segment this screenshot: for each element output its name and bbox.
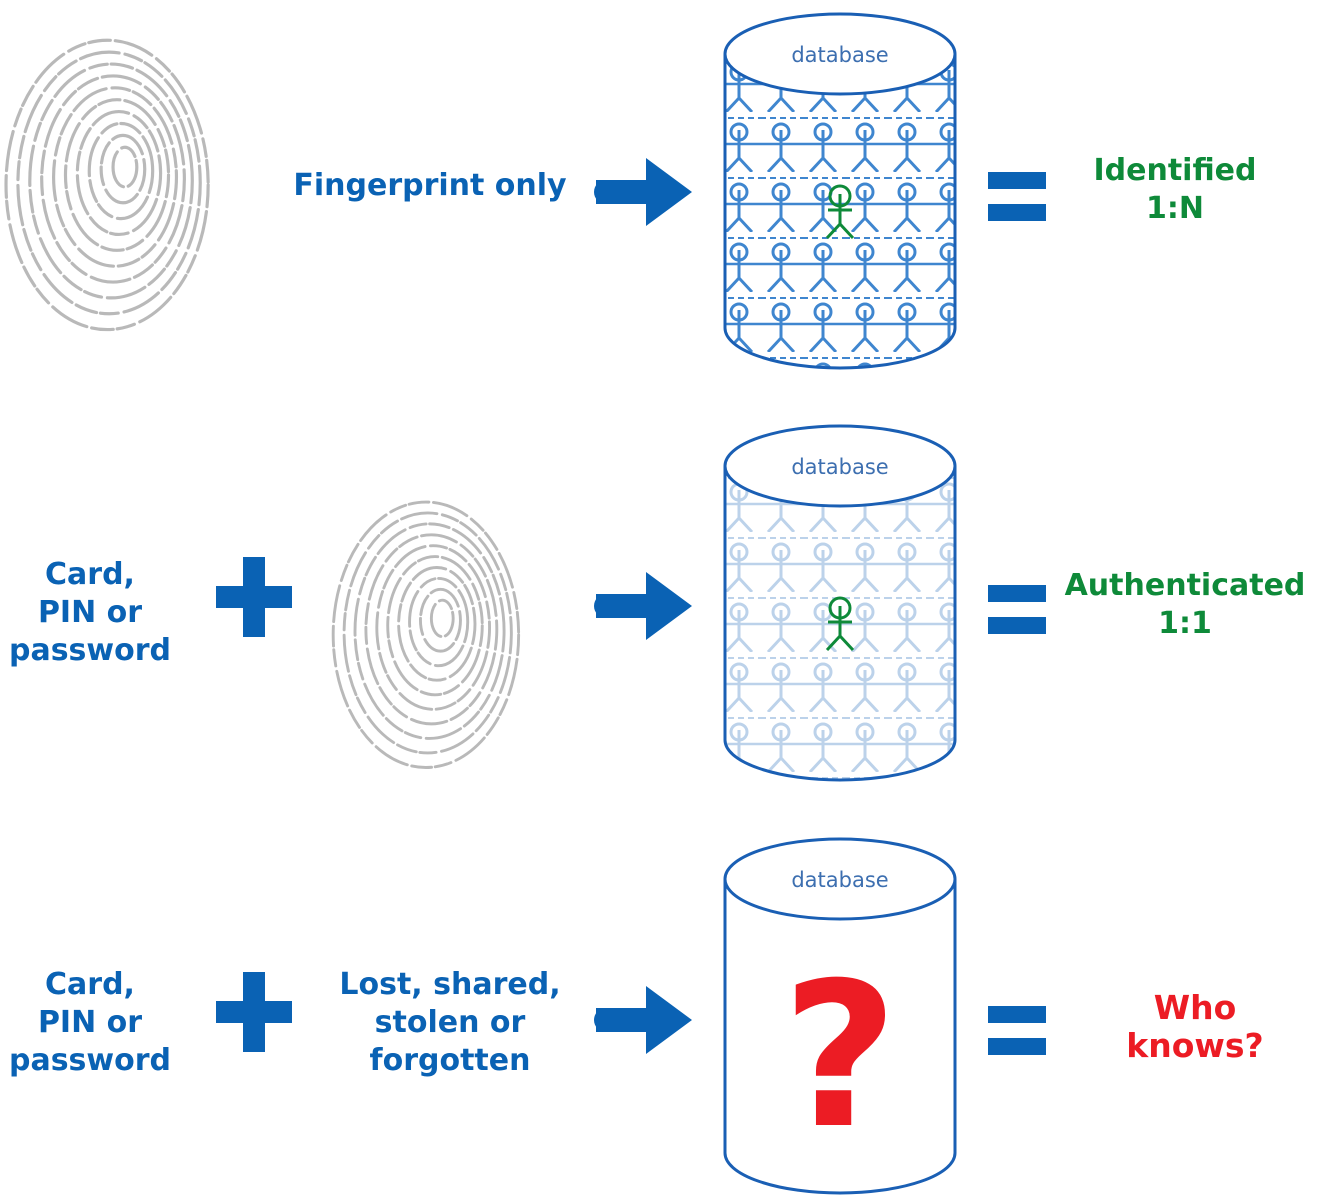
plus-horizontal <box>216 1001 292 1023</box>
result-ratio-text: 1:N <box>1146 191 1204 226</box>
database-lid <box>723 12 957 96</box>
fingerprint-icon <box>4 38 210 332</box>
input-line: Lost, shared, <box>339 967 561 1002</box>
database-label: database <box>791 868 888 892</box>
equals-bottom-bar <box>988 1038 1046 1055</box>
equals-bottom-bar <box>988 617 1046 634</box>
arrow-tail <box>594 180 606 204</box>
arrow-tail <box>594 594 606 618</box>
result-knows-text: knows? <box>1126 1026 1264 1065</box>
arrow-right-icon <box>594 572 692 640</box>
arrow-shape <box>596 986 692 1054</box>
database-lid <box>723 424 957 508</box>
result-ratio-text: 1:1 <box>1158 606 1212 641</box>
database-outline <box>723 54 957 370</box>
database-lid <box>723 837 957 921</box>
arrow-right-icon <box>594 158 692 226</box>
database-label: database <box>791 455 888 479</box>
database-cylinder-icon: database <box>723 12 957 370</box>
fingerprint-icon <box>331 500 521 770</box>
database-outline <box>723 466 957 782</box>
equals-top-bar <box>988 585 1046 602</box>
prefix-line: Card, <box>45 967 135 1002</box>
equals-icon <box>988 172 1046 221</box>
row3-prefix-label: Card, PIN or password <box>0 966 180 1080</box>
equals-icon <box>988 585 1046 634</box>
fingerprint-only-text: Fingerprint only <box>293 168 567 203</box>
question-mark-icon: ? <box>782 940 898 1173</box>
prefix-line: password <box>8 633 172 668</box>
row2-result-label: Authenticated 1:1 <box>1050 567 1320 643</box>
prefix-line: password <box>8 1043 172 1078</box>
plus-icon <box>216 557 292 637</box>
plus-horizontal <box>216 586 292 608</box>
input-line: stolen or <box>374 1005 526 1040</box>
row1-input-label: Fingerprint only <box>290 167 570 205</box>
database-cylinder-icon: database <box>723 424 957 782</box>
input-line: forgotten <box>369 1043 531 1078</box>
row3-result-label: Who knows? <box>1080 989 1310 1065</box>
database-body-fill <box>725 879 955 1193</box>
row2-prefix-label: Card, PIN or password <box>0 556 180 670</box>
arrow-right-icon <box>594 986 692 1054</box>
result-who-text: Who <box>1153 988 1237 1027</box>
prefix-line: PIN or <box>37 1005 143 1040</box>
arrow-tail <box>594 1008 606 1032</box>
database-cylinder-icon: database <box>723 837 957 1195</box>
database-outline <box>723 879 957 1195</box>
database-label: database <box>791 43 888 67</box>
equals-top-bar <box>988 1006 1046 1023</box>
arrow-shape <box>596 158 692 226</box>
prefix-line: PIN or <box>37 595 143 630</box>
row3-input-label: Lost, shared, stolen or forgotten <box>320 966 580 1080</box>
arrow-shape <box>596 572 692 640</box>
equals-top-bar <box>988 172 1046 189</box>
equals-bottom-bar <box>988 204 1046 221</box>
equals-icon <box>988 1006 1046 1055</box>
prefix-line: Card, <box>45 557 135 592</box>
row1-result-label: Identified 1:N <box>1060 152 1290 228</box>
result-identified-text: Identified <box>1093 153 1257 188</box>
result-authenticated-text: Authenticated <box>1064 568 1306 603</box>
plus-icon <box>216 972 292 1052</box>
